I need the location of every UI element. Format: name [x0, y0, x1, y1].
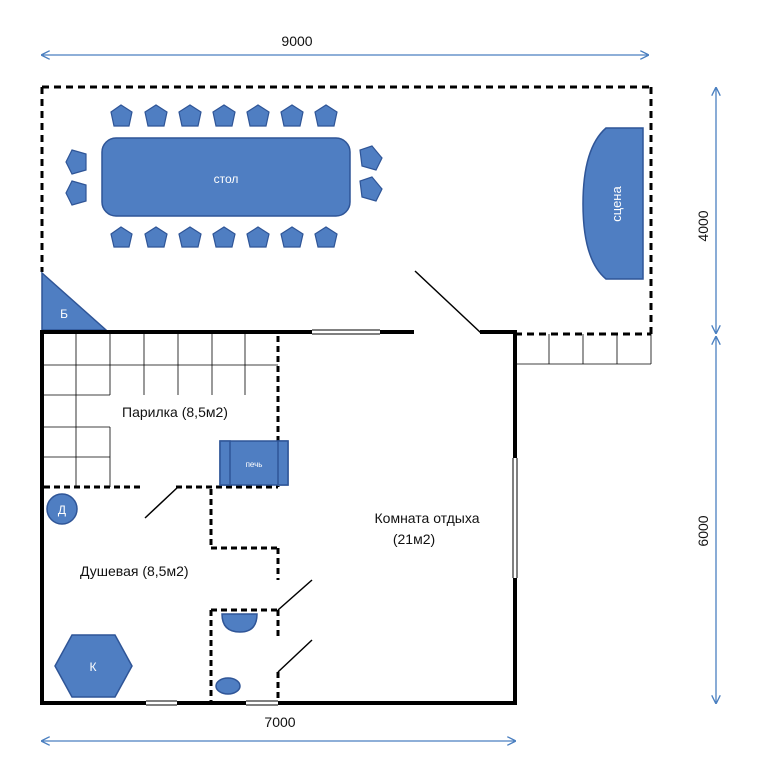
sink	[215, 677, 241, 695]
dimension-right-upper: 4000	[695, 88, 716, 333]
chairs-top-row	[110, 104, 338, 127]
terrace-outline	[40, 85, 653, 336]
dimension-top-label: 9000	[281, 33, 312, 49]
chair	[280, 104, 304, 127]
dining-table: стол	[101, 137, 351, 217]
stove-label: печь	[246, 460, 263, 469]
chair	[359, 145, 383, 171]
chair	[280, 226, 304, 248]
lounge-label-line2: (21м2)	[393, 531, 435, 547]
windows	[146, 329, 518, 706]
shower-circle-d: Д	[46, 493, 78, 525]
interior-door-swings	[144, 486, 313, 673]
dimension-bottom: 7000	[42, 714, 515, 741]
chair	[110, 226, 133, 248]
lounge-label-line1: Комната отдыха	[375, 510, 480, 526]
steam-room-label: Парилка (8,5м2)	[122, 404, 228, 420]
chair	[314, 226, 338, 248]
corner-b-label: Б	[60, 307, 68, 321]
house-walls	[40, 330, 517, 705]
dimension-lower-label: 6000	[695, 515, 711, 546]
stove: печь	[219, 440, 289, 486]
dimension-bottom-label: 7000	[264, 714, 295, 730]
corner-triangle-b: Б	[41, 271, 108, 331]
circle-d-label: Д	[58, 503, 66, 517]
chair	[314, 104, 338, 127]
chair	[212, 226, 236, 248]
chair	[144, 104, 168, 127]
dimension-right-lower: 6000	[695, 337, 716, 703]
chair	[110, 104, 133, 127]
stage-label: сцена	[609, 186, 624, 222]
chair	[65, 149, 87, 175]
chair	[212, 104, 236, 127]
chair	[178, 104, 202, 127]
table-label: стол	[214, 172, 239, 186]
dimension-upper-label: 4000	[695, 210, 711, 241]
shower-room-label: Душевая (8,5м2)	[80, 563, 189, 579]
interior-partitions	[44, 336, 280, 701]
chair	[178, 226, 202, 248]
dimension-top: 9000	[42, 33, 648, 55]
chairs-left	[65, 149, 87, 206]
stage: сцена	[582, 127, 644, 280]
terrace-door-swing	[414, 270, 482, 334]
chair	[144, 226, 168, 248]
chairs-right	[359, 145, 383, 202]
hexagon-k: К	[54, 634, 133, 698]
terrace-deck-tiles	[517, 334, 652, 365]
chair	[359, 176, 383, 202]
toilet	[221, 613, 258, 633]
chairs-bottom-row	[110, 226, 338, 248]
hex-k-label: К	[90, 660, 97, 674]
chair	[246, 104, 270, 127]
steam-room-tiles	[42, 332, 278, 487]
chair	[246, 226, 270, 248]
wc-fixtures	[215, 613, 258, 695]
chair	[65, 180, 87, 206]
